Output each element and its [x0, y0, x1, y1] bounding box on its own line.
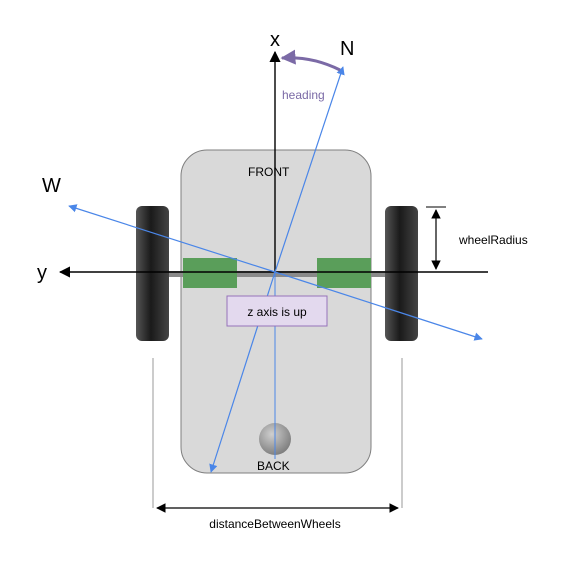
compass-north-line — [274, 66, 345, 273]
y-axis-label: y — [37, 262, 47, 284]
z-axis-note-box — [226, 295, 328, 327]
heading-label: heading — [282, 88, 325, 102]
compass-west-line — [68, 204, 276, 273]
x-axis-label: x — [270, 29, 280, 51]
z-axis-note: z axis is up — [247, 305, 307, 319]
wheel-distance-label: distanceBetweenWheels — [209, 517, 340, 531]
front-label: FRONT — [248, 165, 290, 179]
right-motor — [317, 258, 371, 288]
right-wheel — [385, 206, 418, 341]
axle — [166, 271, 386, 277]
heading-arc — [280, 49, 341, 72]
north-label: N — [340, 38, 354, 60]
left-wheel — [136, 206, 169, 341]
west-label: W — [42, 175, 61, 197]
back-label: BACK — [257, 459, 290, 473]
compass-east-line — [274, 271, 483, 341]
left-motor — [183, 258, 237, 288]
wheel-radius-label: wheelRadius — [458, 233, 528, 247]
